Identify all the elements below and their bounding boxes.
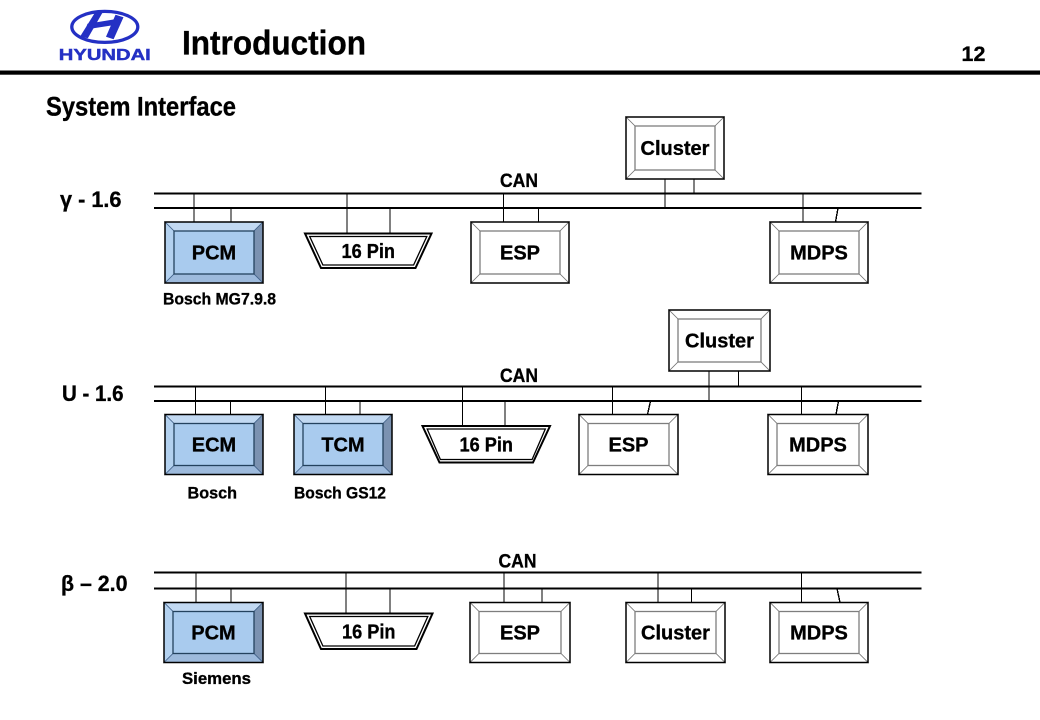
svg-text:System Interface: System Interface xyxy=(46,92,236,122)
svg-text:Bosch: Bosch xyxy=(188,484,238,503)
svg-text:HYUNDAI: HYUNDAI xyxy=(59,47,151,64)
svg-text:Siemens: Siemens xyxy=(182,669,251,688)
svg-text:Cluster: Cluster xyxy=(641,623,710,645)
svg-text:16 Pin: 16 Pin xyxy=(342,621,396,643)
svg-text:ECM: ECM xyxy=(192,435,236,457)
svg-text:ESP: ESP xyxy=(500,623,540,645)
svg-text:PCM: PCM xyxy=(192,243,236,265)
svg-text:16 Pin: 16 Pin xyxy=(460,434,514,456)
svg-text:Cluster: Cluster xyxy=(641,138,710,160)
svg-text:ESP: ESP xyxy=(500,243,540,265)
svg-text:β – 2.0: β – 2.0 xyxy=(61,571,128,596)
svg-text:12: 12 xyxy=(962,42,986,66)
svg-text:MDPS: MDPS xyxy=(790,623,848,645)
svg-text:CAN: CAN xyxy=(500,171,538,192)
svg-text:16 Pin: 16 Pin xyxy=(342,241,396,263)
svg-text:Introduction: Introduction xyxy=(182,25,366,63)
svg-text:Bosch GS12: Bosch GS12 xyxy=(294,484,386,503)
svg-text:CAN: CAN xyxy=(500,366,538,387)
svg-text:ESP: ESP xyxy=(608,435,648,457)
svg-text:Cluster: Cluster xyxy=(685,331,754,353)
svg-text:CAN: CAN xyxy=(499,552,537,573)
svg-text:U - 1.6: U - 1.6 xyxy=(62,381,124,406)
svg-text:MDPS: MDPS xyxy=(789,435,847,457)
svg-text:γ - 1.6: γ - 1.6 xyxy=(60,187,122,212)
svg-text:MDPS: MDPS xyxy=(790,243,848,265)
svg-text:TCM: TCM xyxy=(321,435,364,457)
svg-text:Bosch MG7.9.8: Bosch MG7.9.8 xyxy=(163,290,276,309)
svg-text:PCM: PCM xyxy=(191,623,235,645)
